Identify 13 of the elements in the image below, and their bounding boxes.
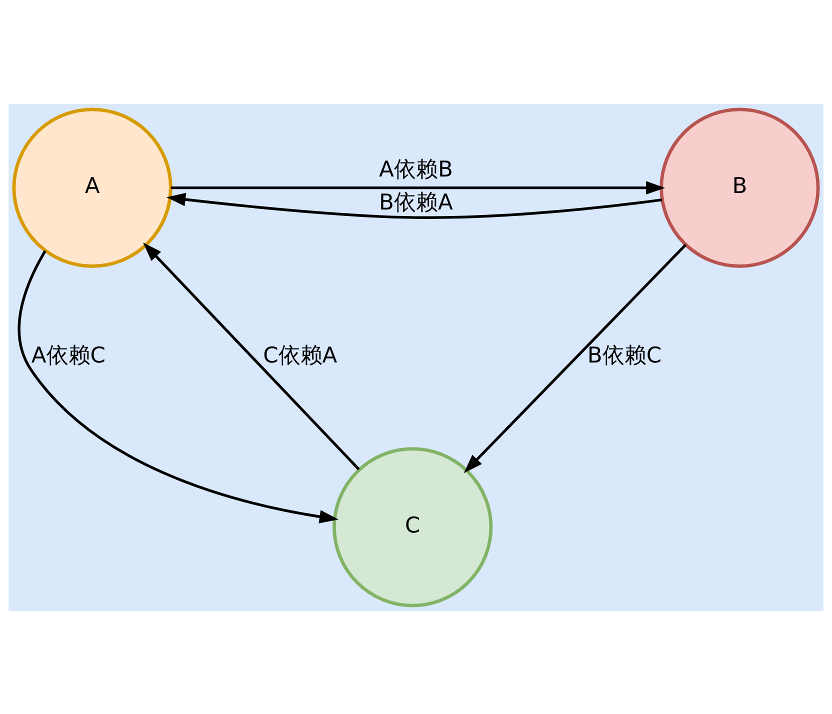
arrow	[171, 180, 666, 194]
node-circle: C	[332, 446, 493, 607]
arrow	[18, 250, 339, 523]
edge-label: A依赖C	[31, 343, 106, 368]
edge-label: C依赖A	[263, 343, 338, 368]
edge-label: A依赖B	[379, 157, 453, 182]
arrow	[166, 192, 662, 218]
arrow	[143, 242, 360, 470]
edge-label: B依赖A	[379, 190, 453, 215]
arrow	[464, 243, 687, 473]
edge-label: B依赖C	[587, 343, 662, 368]
node-circle: A	[12, 107, 172, 268]
node-circle: B	[660, 107, 820, 268]
